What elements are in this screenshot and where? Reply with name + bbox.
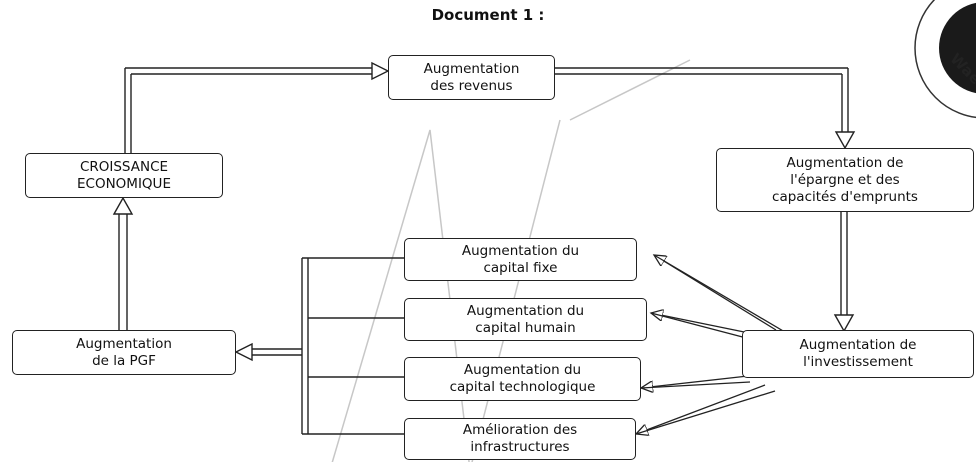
document-title: Document 1 : [431,6,545,24]
arrow-croissance-to-revenus [124,61,390,153]
arrow-epargne-to-investissement [833,212,855,333]
box-capital-technologique: Augmentation du capital technologique [404,357,641,401]
arrow-pgf-to-croissance [112,196,134,330]
box-infrastructures: Amélioration des infrastructures [404,418,636,460]
box-capital-fixe: Augmentation du capital fixe [404,238,637,281]
bracket-capitals-to-pgf [234,257,404,435]
stamp-logo: Wae [914,0,976,119]
arrows-investissement-to-capitals [636,255,791,434]
box-augmentation-investissement: Augmentation de l'investissement [742,330,974,378]
box-croissance-economique: CROISSANCE ECONOMIQUE [25,153,223,198]
arrow-revenus-to-epargne [555,67,856,150]
box-augmentation-pgf: Augmentation de la PGF [12,330,236,375]
box-augmentation-epargne: Augmentation de l'épargne et des capacit… [716,148,974,212]
box-capital-humain: Augmentation du capital humain [404,298,647,341]
box-augmentation-revenus: Augmentation des revenus [388,55,555,100]
